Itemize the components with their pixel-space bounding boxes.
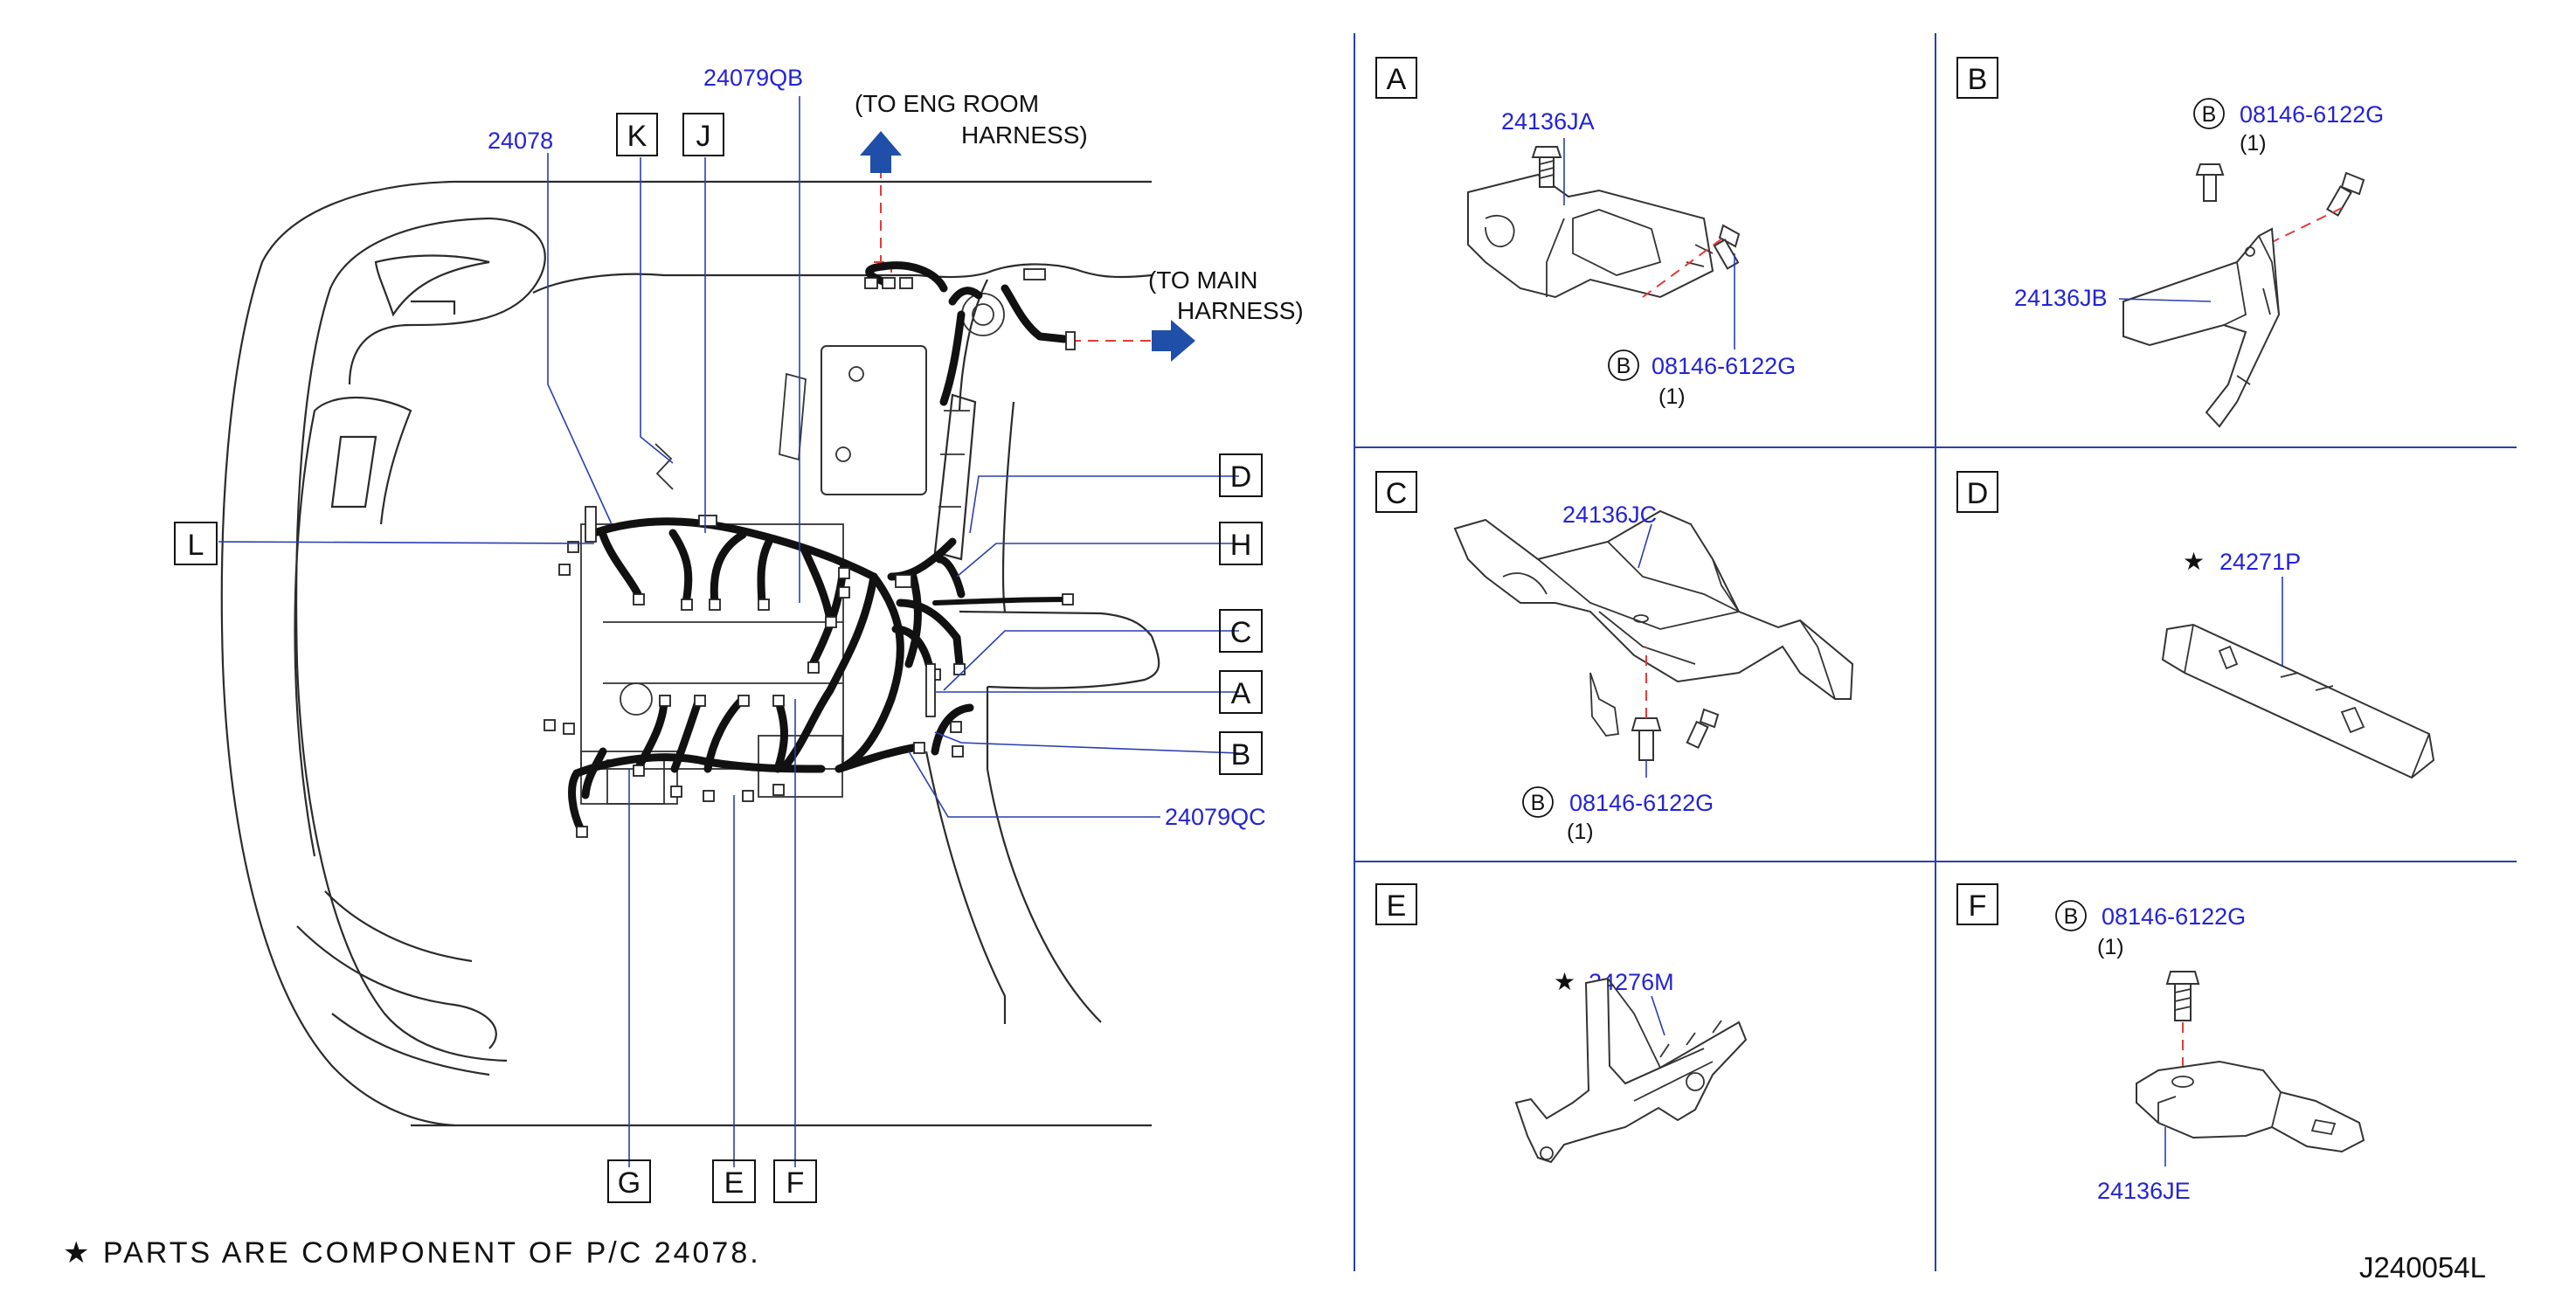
svg-text:B: B <box>1968 63 1988 96</box>
callout-b: B <box>1219 731 1263 775</box>
callout-h: H <box>1219 522 1263 565</box>
bolt-icon <box>2165 971 2200 1021</box>
main-leader-lines <box>218 96 1240 1167</box>
detail-panel-c: C 24136JC B 08146-6122G (1) <box>1375 471 1854 844</box>
callout-j: J <box>682 113 724 156</box>
part-label-24136jb: 24136JB <box>2014 285 2108 311</box>
svg-text:B: B <box>1231 738 1251 772</box>
bracket-24136je <box>2136 1060 2365 1153</box>
main-harness-diagram: K J L D H C A <box>174 65 1304 1203</box>
bolt-icon <box>1631 717 1662 761</box>
callout-l: L <box>174 522 218 565</box>
quantity: (1) <box>2240 131 2267 156</box>
part-label-24136ja: 24136JA <box>1501 108 1595 135</box>
bolt-icon <box>1686 708 1720 749</box>
svg-text:F: F <box>1969 889 1987 923</box>
callout-k: K <box>616 113 658 156</box>
part-label-08146-6122g: 08146-6122G <box>1569 790 1714 816</box>
callout-c: C <box>1219 609 1263 653</box>
bracket-24136jc <box>1453 509 1854 737</box>
harness-assembly <box>544 261 1076 838</box>
svg-text:F: F <box>786 1166 805 1200</box>
harness-routing-arrows <box>860 131 1195 362</box>
detail-panel-a: A 24136JA B 08146-6122G (1) <box>1375 57 1796 409</box>
detail-panel-d: D ★ 24271P <box>1956 471 2435 779</box>
detail-grid <box>1354 33 2517 1271</box>
main-harness-label-line2: HARNESS) <box>1177 297 1304 324</box>
bracket-24136jb <box>2122 227 2281 428</box>
quantity: (1) <box>2097 935 2124 959</box>
svg-text:C: C <box>1386 477 1408 510</box>
callout-f: F <box>773 1159 817 1203</box>
svg-text:A: A <box>1231 677 1251 710</box>
svg-text:J: J <box>696 120 711 153</box>
quantity: (1) <box>1567 820 1594 844</box>
component-note: ★ PARTS ARE COMPONENT OF P/C 24078. <box>63 1236 761 1270</box>
svg-text:C: C <box>1230 616 1252 649</box>
main-harness-label-line1: (TO MAIN <box>1148 266 1257 294</box>
bracket-24271p <box>2161 623 2435 779</box>
part-label-24079qb: 24079QB <box>703 65 803 91</box>
main-callouts: K J L D H C A <box>174 113 1263 1203</box>
part-label-24136jc: 24136JC <box>1562 502 1657 528</box>
connector-blocks <box>544 268 1076 838</box>
ref-circle-b: B <box>2064 904 2079 929</box>
star-icon: ★ <box>2183 548 2205 575</box>
callout-g: G <box>607 1159 651 1203</box>
svg-text:D: D <box>1967 477 1989 510</box>
svg-text:D: D <box>1230 460 1252 494</box>
bolt-icon <box>1531 146 1562 188</box>
ref-circle-b: B <box>1531 791 1546 815</box>
quantity: (1) <box>1658 384 1686 409</box>
detail-panel-b: B B 08146-6122G (1) 24136JB <box>1956 57 2384 428</box>
svg-text:A: A <box>1387 63 1407 96</box>
bolt-icon <box>1713 224 1741 270</box>
ref-circle-b: B <box>1617 354 1631 378</box>
part-label-24078: 24078 <box>488 128 553 154</box>
svg-text:K: K <box>627 120 647 153</box>
svg-text:L: L <box>188 529 204 562</box>
callout-d: D <box>1219 453 1263 497</box>
arrow-up-icon <box>860 131 902 173</box>
part-label-08146-6122g: 08146-6122G <box>2240 101 2384 128</box>
part-label-24136je: 24136JE <box>2097 1178 2191 1204</box>
part-label-08146-6122g: 08146-6122G <box>1652 353 1796 379</box>
arrow-right-icon <box>1152 320 1195 362</box>
svg-text:E: E <box>724 1166 744 1200</box>
svg-text:E: E <box>1387 889 1407 923</box>
bolt-icon <box>2195 163 2225 202</box>
callout-a: A <box>1219 670 1263 714</box>
bolt-icon <box>2326 171 2365 217</box>
part-label-08146-6122g: 08146-6122G <box>2102 903 2246 930</box>
instrument-panel-outline <box>220 180 1160 1127</box>
part-label-24079qc: 24079QC <box>1165 804 1266 830</box>
svg-text:H: H <box>1230 529 1252 562</box>
ref-circle-b: B <box>2202 102 2217 127</box>
star-icon: ★ <box>1554 968 1575 995</box>
part-label-24271p: 24271P <box>2219 549 2301 575</box>
eng-room-label-line2: HARNESS) <box>961 121 1088 149</box>
bracket-24276m <box>1514 977 1748 1164</box>
callout-e: E <box>712 1159 756 1203</box>
diagram-code: J240054L <box>2359 1251 2486 1284</box>
detail-panel-e: E ★ 24276M <box>1375 883 1748 1164</box>
bracket-24136ja <box>1467 173 1714 299</box>
eng-room-label-line1: (TO ENG ROOM <box>855 90 1039 117</box>
detail-panel-f: F B 08146-6122G (1) 24136JE <box>1956 883 2365 1204</box>
svg-text:G: G <box>618 1166 641 1200</box>
